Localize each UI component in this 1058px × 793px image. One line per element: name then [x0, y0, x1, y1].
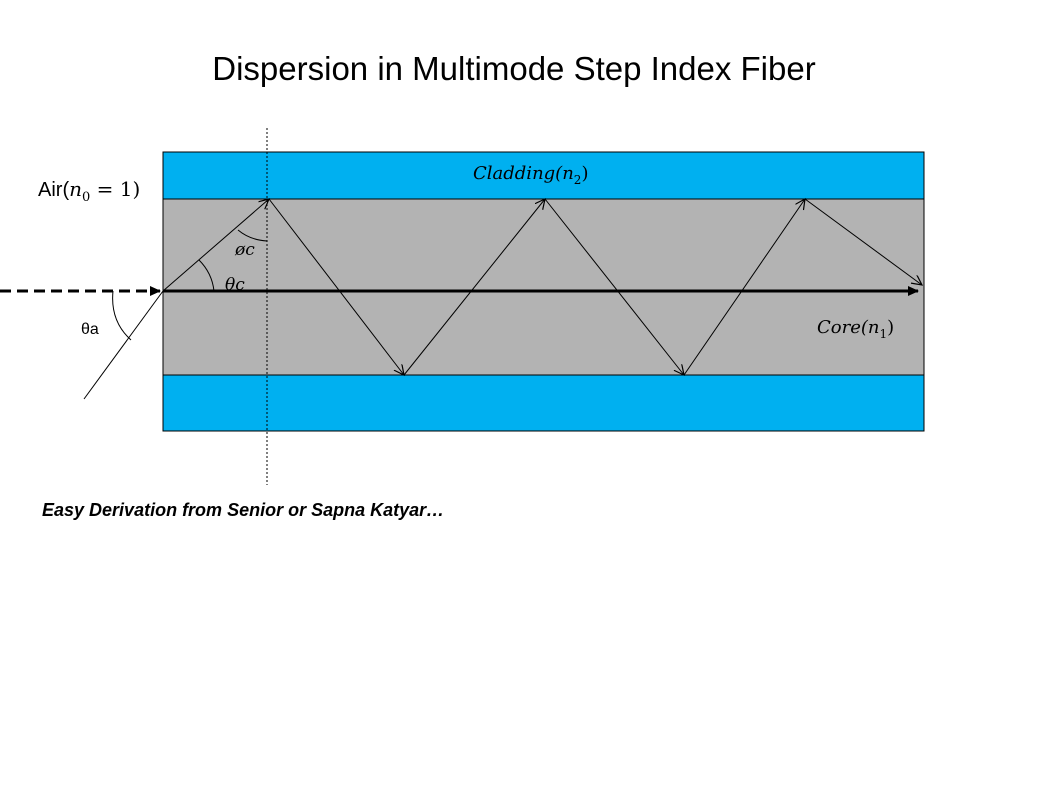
air-label: Air(n0 = 1) — [38, 177, 140, 205]
ray-segment-3 — [403, 199, 545, 376]
incident-ray — [83, 290, 164, 400]
cladding-bottom — [162, 374, 925, 432]
arc-theta-c — [198, 259, 215, 292]
angle-theta-a-label: θa — [81, 321, 99, 338]
ray-segment-6 — [804, 198, 922, 285]
ray-segment-5 — [683, 199, 805, 376]
ray-segment-2 — [268, 198, 404, 375]
derivation-note: Easy Derivation from Senior or Sapna Kat… — [42, 500, 445, 520]
core-label: Core(n1) — [817, 317, 894, 341]
arc-phi-c — [237, 229, 268, 242]
ray-segment-4 — [544, 198, 684, 375]
core — [162, 198, 925, 376]
angle-theta-c-label: θc — [225, 275, 245, 295]
angle-phi-c-label: øc — [234, 240, 255, 260]
slide-title: Dispersion in Multimode Step Index Fiber — [212, 50, 816, 87]
arc-theta-a — [112, 290, 132, 341]
ray-segment-1 — [162, 199, 269, 292]
cladding-label: Cladding(n2) — [473, 163, 588, 187]
cladding-top — [162, 151, 925, 200]
